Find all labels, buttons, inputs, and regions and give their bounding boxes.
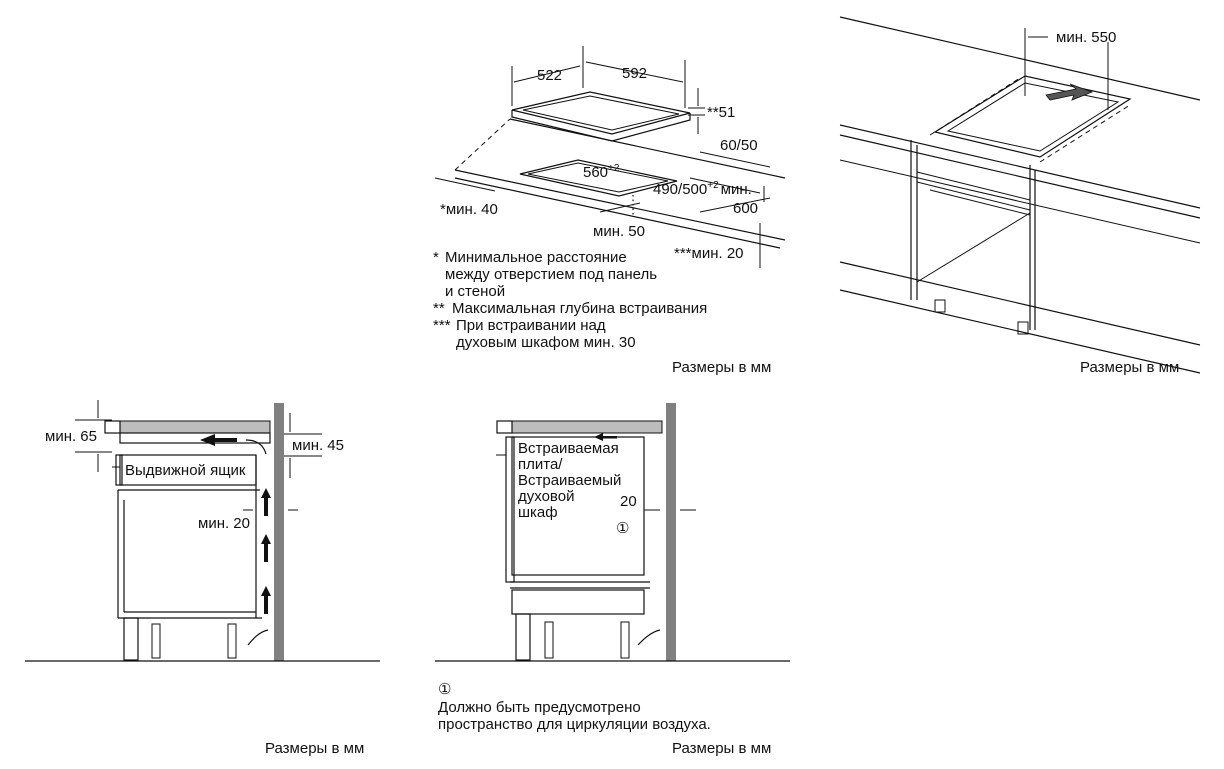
note-line-1: Должно быть предусмотрено xyxy=(438,699,641,716)
oven-label-line-1: Встраиваемая xyxy=(518,440,619,457)
wall xyxy=(666,403,676,661)
note-2-line-1: Максимальная глубина встраивания xyxy=(452,300,707,317)
worktop xyxy=(511,420,663,434)
callout-marker: ① xyxy=(616,520,629,537)
note-2-mark: ** xyxy=(433,300,445,317)
units-caption-top-right: Размеры в мм xyxy=(1080,359,1179,376)
built-in-oven xyxy=(511,436,645,576)
units-caption-bottom-left: Размеры в мм xyxy=(265,740,364,757)
drawer-cabinet-diagram: Выдвижной ящик мин. 65 мин. 45 мин. 20 Р… xyxy=(25,400,380,757)
hob-width-label: 592 xyxy=(622,65,647,82)
side-gap-label-oven: 20 xyxy=(620,493,637,510)
units-caption-bottom-right: Размеры в мм xyxy=(672,740,771,757)
top-gap-label: мин. 65 xyxy=(45,428,97,445)
note-line-2: пространство для циркуляции воздуха. xyxy=(438,716,711,733)
worktop-depth-label: 600 xyxy=(733,200,758,217)
note-1-line-3: и стеной xyxy=(445,283,505,300)
hob-depth-label: 522 xyxy=(537,67,562,84)
oven-cabinet-diagram: Встраиваемая плита/ Встраиваемый духовой… xyxy=(435,403,790,757)
cabinet-foot xyxy=(934,299,946,313)
min-width-label: мин. 550 xyxy=(1056,29,1116,46)
cabinet-perspective-diagram: мин. 550 Размеры в мм xyxy=(839,16,1201,376)
drawer-label: Выдвижной ящик xyxy=(125,462,246,479)
note-1-line-1: Минимальное расстояние xyxy=(445,249,627,266)
worktop-drawing xyxy=(434,118,786,268)
note-3-line-2: духовым шкафом мин. 30 xyxy=(456,334,636,351)
hob-drawing xyxy=(511,91,691,142)
airflow-arrows-icon xyxy=(200,434,271,646)
oven-label-line-5: шкаф xyxy=(518,504,558,521)
note-marker: ① xyxy=(438,681,451,698)
front-distance-label: мин. 50 xyxy=(593,223,645,240)
oven-label-line-2: плита/ xyxy=(518,456,563,473)
cabinet-foot xyxy=(1017,321,1029,335)
wall-distance-label: *мин. 40 xyxy=(440,201,498,218)
oven-distance-label: ***мин. 20 xyxy=(674,245,744,262)
rear-gap-label: мин. 45 xyxy=(292,437,344,454)
note-3-line-1: При встраивании над xyxy=(456,317,606,334)
units-caption-top-left: Размеры в мм xyxy=(672,359,771,376)
note-1-line-2: между отверстием под панель xyxy=(445,266,657,283)
oven-label-line-3: Встраиваемый xyxy=(518,472,621,489)
max-depth-label: **51 xyxy=(707,104,735,121)
cutout-width-label: 560+2 xyxy=(583,163,620,181)
worktop xyxy=(119,420,271,434)
wall xyxy=(274,403,284,661)
cooktop-cutout xyxy=(933,75,1132,158)
hob-dimension-lines xyxy=(511,46,705,134)
worktop-thickness-label: 60/50 xyxy=(720,137,758,154)
side-gap-label: мин. 20 xyxy=(198,515,250,532)
air-flow-arrow-icon xyxy=(1045,83,1094,101)
footnotes: * Минимальное расстояние между отверстие… xyxy=(433,249,707,351)
oven-label-line-4: духовой xyxy=(518,488,574,505)
note-3-mark: *** xyxy=(433,317,451,334)
airflow-arrows-icon xyxy=(594,433,661,646)
note-1-mark: * xyxy=(433,249,439,266)
